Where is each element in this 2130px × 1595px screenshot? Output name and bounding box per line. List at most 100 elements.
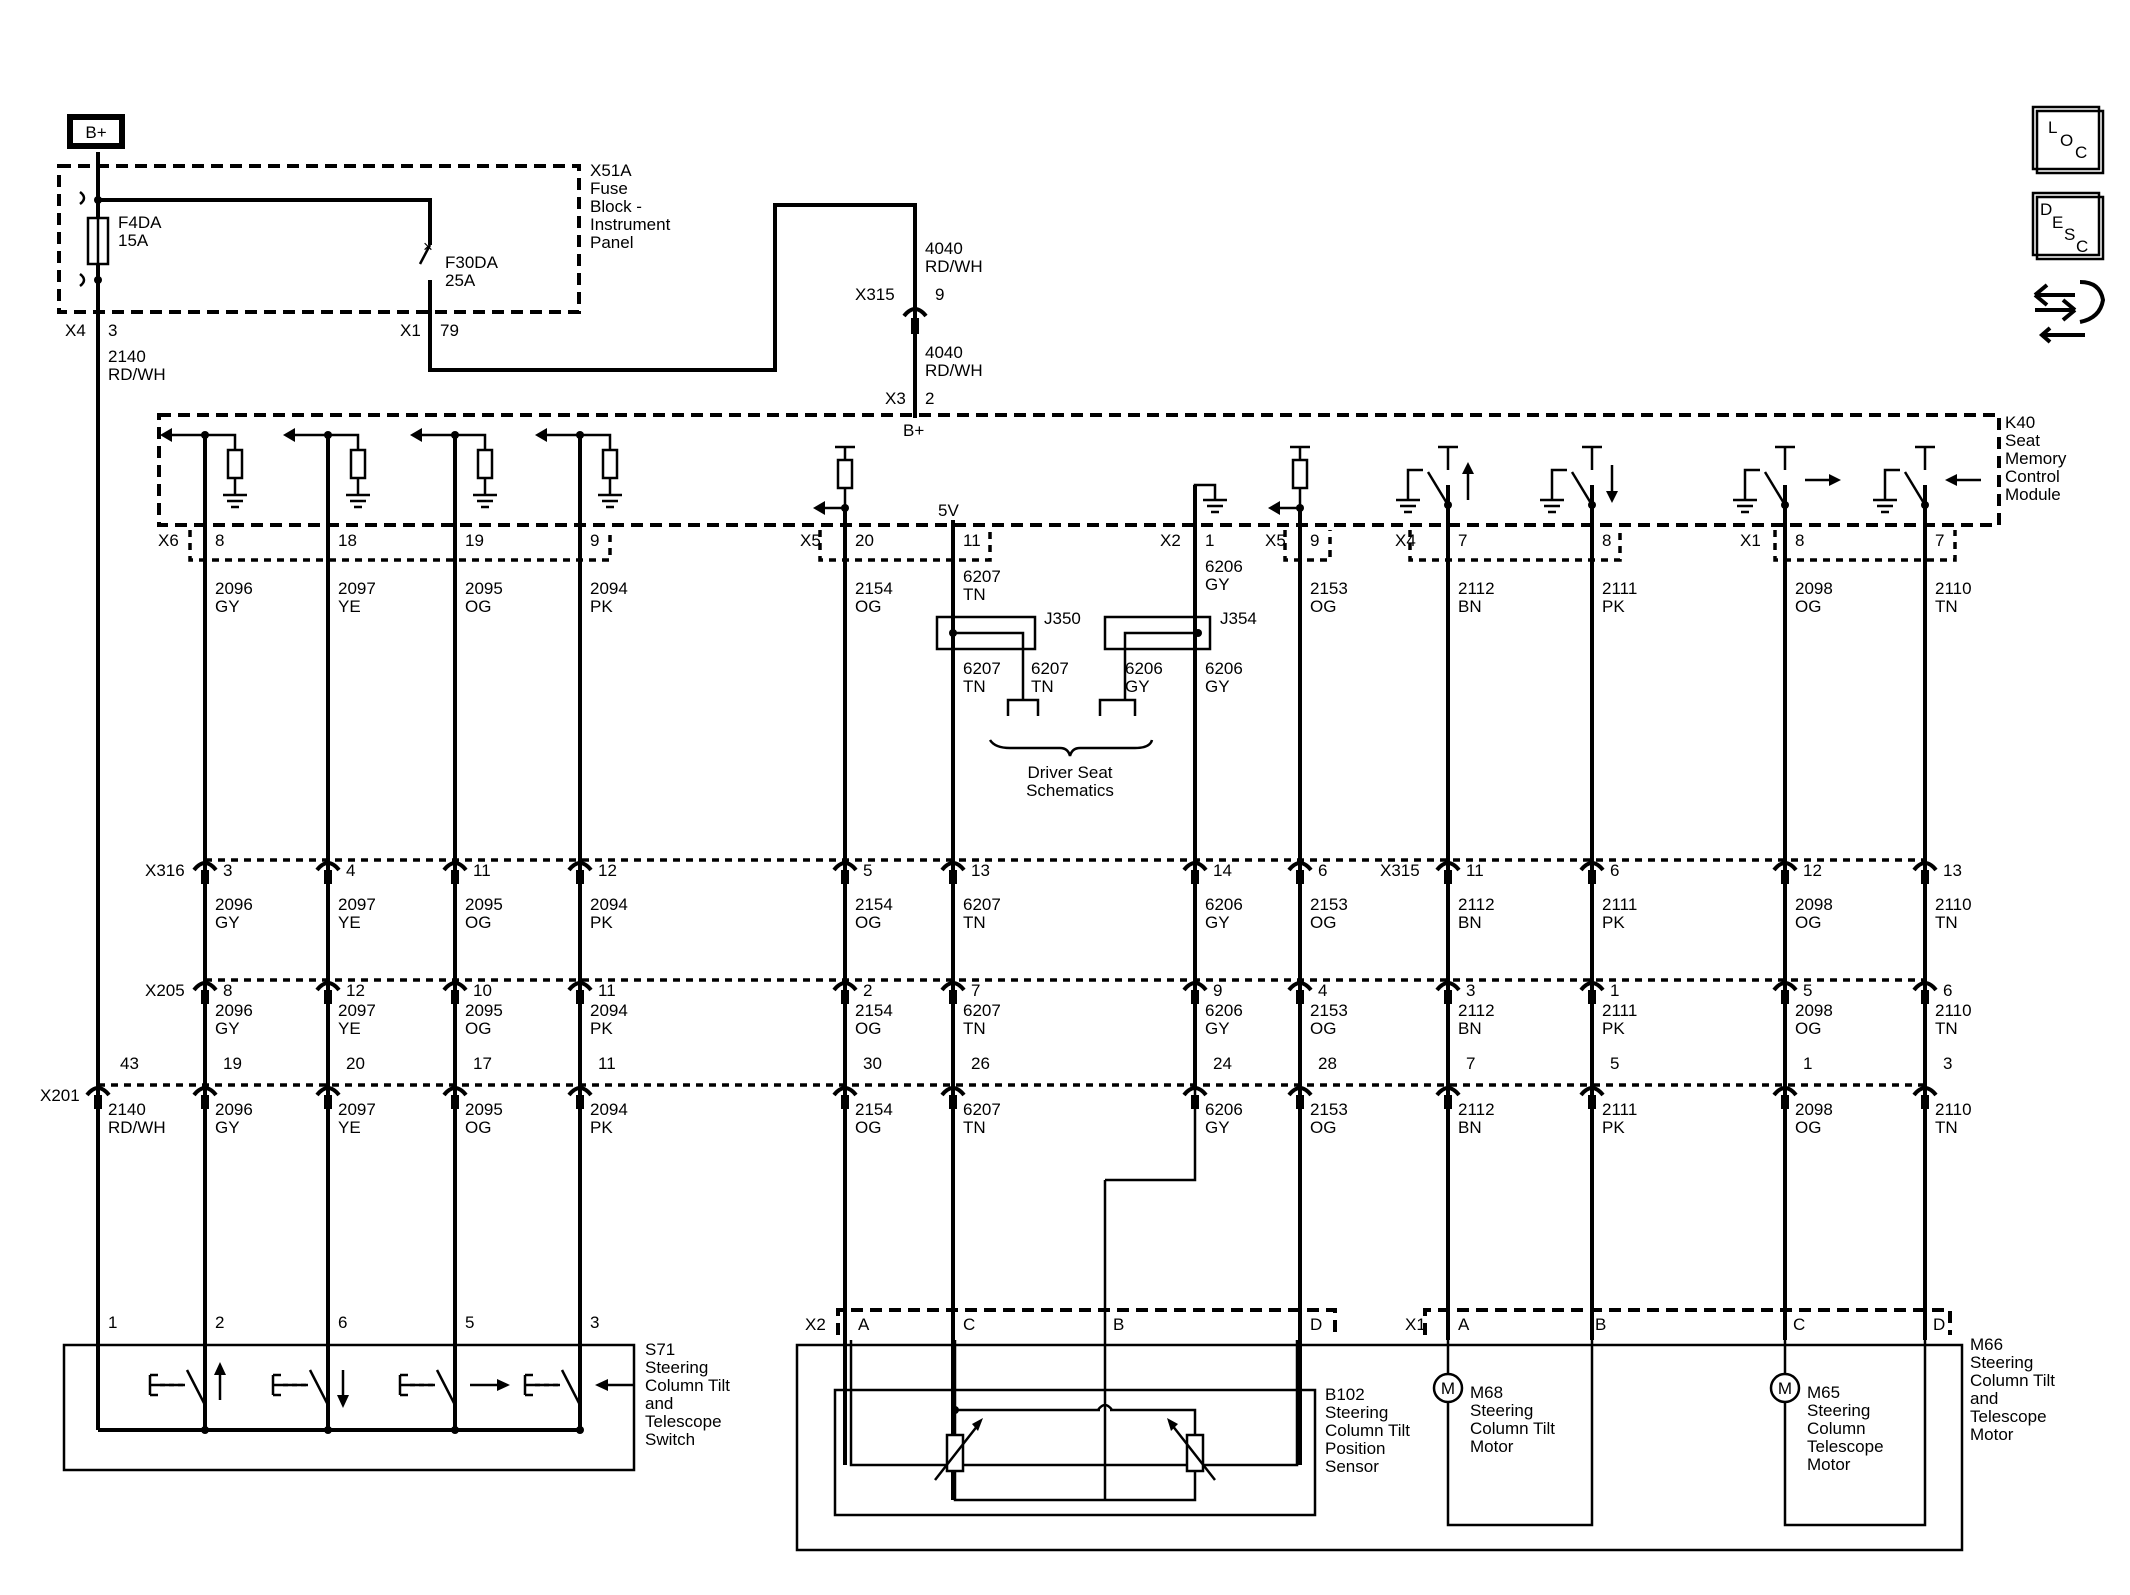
inline-connector-icon	[442, 861, 468, 872]
input-pullup	[813, 445, 855, 515]
circuit-number: 2153	[1310, 1001, 1348, 1020]
inline-connector-icon	[1772, 1086, 1798, 1097]
arrow-left-icon	[595, 1379, 608, 1391]
pin-label: 9	[1213, 981, 1222, 1000]
circuit-number: 2154	[855, 1100, 893, 1119]
driver-seat-reference: Driver Seat Schematics	[988, 698, 1154, 800]
wire-color: YE	[338, 913, 361, 932]
assembly-desc-line: and	[1970, 1389, 1998, 1408]
fuse-rating: 25A	[445, 271, 476, 290]
pin-label: 20	[346, 1054, 365, 1073]
circuit-number: 2154	[855, 895, 893, 914]
connector-label: X6	[158, 531, 179, 550]
desc-icon[interactable]: D E S C	[2031, 191, 2105, 261]
pin-label: 8	[215, 531, 224, 550]
inline-connector-icon	[1912, 1086, 1938, 1097]
motor-desc-line: Steering	[1470, 1401, 1533, 1420]
wire-color: OG	[465, 913, 491, 932]
circuit-number: 6207	[963, 567, 1001, 586]
seat-ref-line: Driver Seat	[1027, 763, 1112, 782]
telescope-motor: M M65 Steering Column Telescope Motor	[1769, 1340, 1927, 1527]
wire-color: PK	[1602, 913, 1625, 932]
circuit-number: 4040	[925, 239, 963, 258]
tilt-motor: M M68 Steering Column Tilt Motor	[1432, 1340, 1594, 1527]
inline-connector-icon	[1579, 981, 1605, 992]
wire-color: OG	[855, 597, 881, 616]
circuit-number: 2112	[1458, 895, 1495, 914]
ground-icon	[1396, 498, 1420, 514]
connector-label: X316	[145, 861, 185, 880]
inline-connector-icon	[1435, 981, 1461, 992]
circuit-number: 2097	[338, 579, 376, 598]
circuit-number: 2098	[1795, 1001, 1833, 1020]
inline-connector-icon	[940, 981, 966, 992]
module-desc-line: Control	[2005, 467, 2060, 486]
circuit-number: 2094	[590, 579, 628, 598]
motor-desc-line: Telescope	[1807, 1437, 1884, 1456]
pin-label: D	[1310, 1315, 1322, 1334]
wire-color: TN	[1935, 597, 1958, 616]
connector-group-x4	[1408, 530, 1622, 562]
switch-contact	[398, 1369, 510, 1434]
motor-desc-line: Column	[1807, 1419, 1866, 1438]
pin-label: 7	[971, 981, 980, 1000]
fuse-block-desc-line: Fuse	[590, 179, 628, 198]
pin-label: 18	[338, 531, 357, 550]
pin-label: 28	[1318, 1054, 1337, 1073]
inline-connector-icon	[1287, 981, 1313, 992]
assembly-desc-line: Column Tilt	[1970, 1371, 2055, 1390]
switch-desc-line: Steering	[645, 1358, 708, 1377]
motor-desc-line: Steering	[1807, 1401, 1870, 1420]
pin-label: 1	[108, 1313, 117, 1332]
fuse-block-desc-line: Panel	[590, 233, 633, 252]
circuit-number: 6206	[1205, 1100, 1243, 1119]
input-pulldown	[535, 428, 622, 509]
fuse-name: F4DA	[118, 213, 162, 232]
wire-color: TN	[963, 677, 986, 696]
inline-connector-icon	[940, 861, 966, 872]
inline-connector-icon	[832, 861, 858, 872]
assembly-desc-line: Motor	[1970, 1425, 2014, 1444]
pin-label: 1	[1803, 1054, 1812, 1073]
pin-label: 43	[120, 1054, 139, 1073]
wire-color: RD/WH	[108, 1118, 166, 1137]
connector-repair-icon[interactable]	[2033, 280, 2106, 344]
pin-label: A	[858, 1315, 870, 1334]
arrow-left-icon	[1945, 474, 1957, 486]
input-pulldown	[283, 428, 370, 509]
inline-connector-icon	[1435, 861, 1461, 872]
motor-icon	[1769, 1372, 1801, 1404]
pin-label: 8	[1602, 531, 1611, 550]
circuit-number: 2140	[108, 1100, 146, 1119]
inline-connector-icon	[1772, 981, 1798, 992]
arrow-down-icon	[337, 1395, 349, 1408]
ground-icon	[346, 493, 370, 509]
loc-icon[interactable]: L O C	[2031, 105, 2105, 175]
arrow-up-icon	[1462, 462, 1474, 474]
circuit-number: 2140	[108, 347, 146, 366]
arrow-left-icon	[1268, 501, 1280, 515]
inline-connector-icon	[1182, 861, 1208, 872]
inline-connector-icon	[442, 1086, 468, 1097]
wire-color: OG	[1310, 913, 1336, 932]
circuit-number: 2154	[855, 579, 893, 598]
arrow-right-icon	[497, 1379, 510, 1391]
motor-symbol: M	[1778, 1379, 1792, 1398]
steering-column-switch: S71 Steering Column Tilt and Telescope S…	[62, 1313, 730, 1472]
circuit-number: 2095	[465, 1001, 503, 1020]
inline-connector-icon	[442, 981, 468, 992]
power-pin-label: B+	[903, 421, 924, 440]
circuit-number: 2110	[1935, 1001, 1972, 1020]
battery-positive-label: B+	[85, 123, 106, 142]
pin-label: 6	[1610, 861, 1619, 880]
wire-color: GY	[1205, 1118, 1230, 1137]
circuit-number: 2098	[1795, 1100, 1833, 1119]
pin-label: 3	[1466, 981, 1475, 1000]
circuit-number: 2098	[1795, 579, 1833, 598]
module-desc-line: Seat	[2005, 431, 2040, 450]
connector-label: X2	[805, 1315, 826, 1334]
seat-memory-control-module: K40 Seat Memory Control Module 5V	[157, 413, 2067, 527]
inline-connector-icon	[192, 1086, 218, 1097]
wire-color: PK	[590, 597, 613, 616]
